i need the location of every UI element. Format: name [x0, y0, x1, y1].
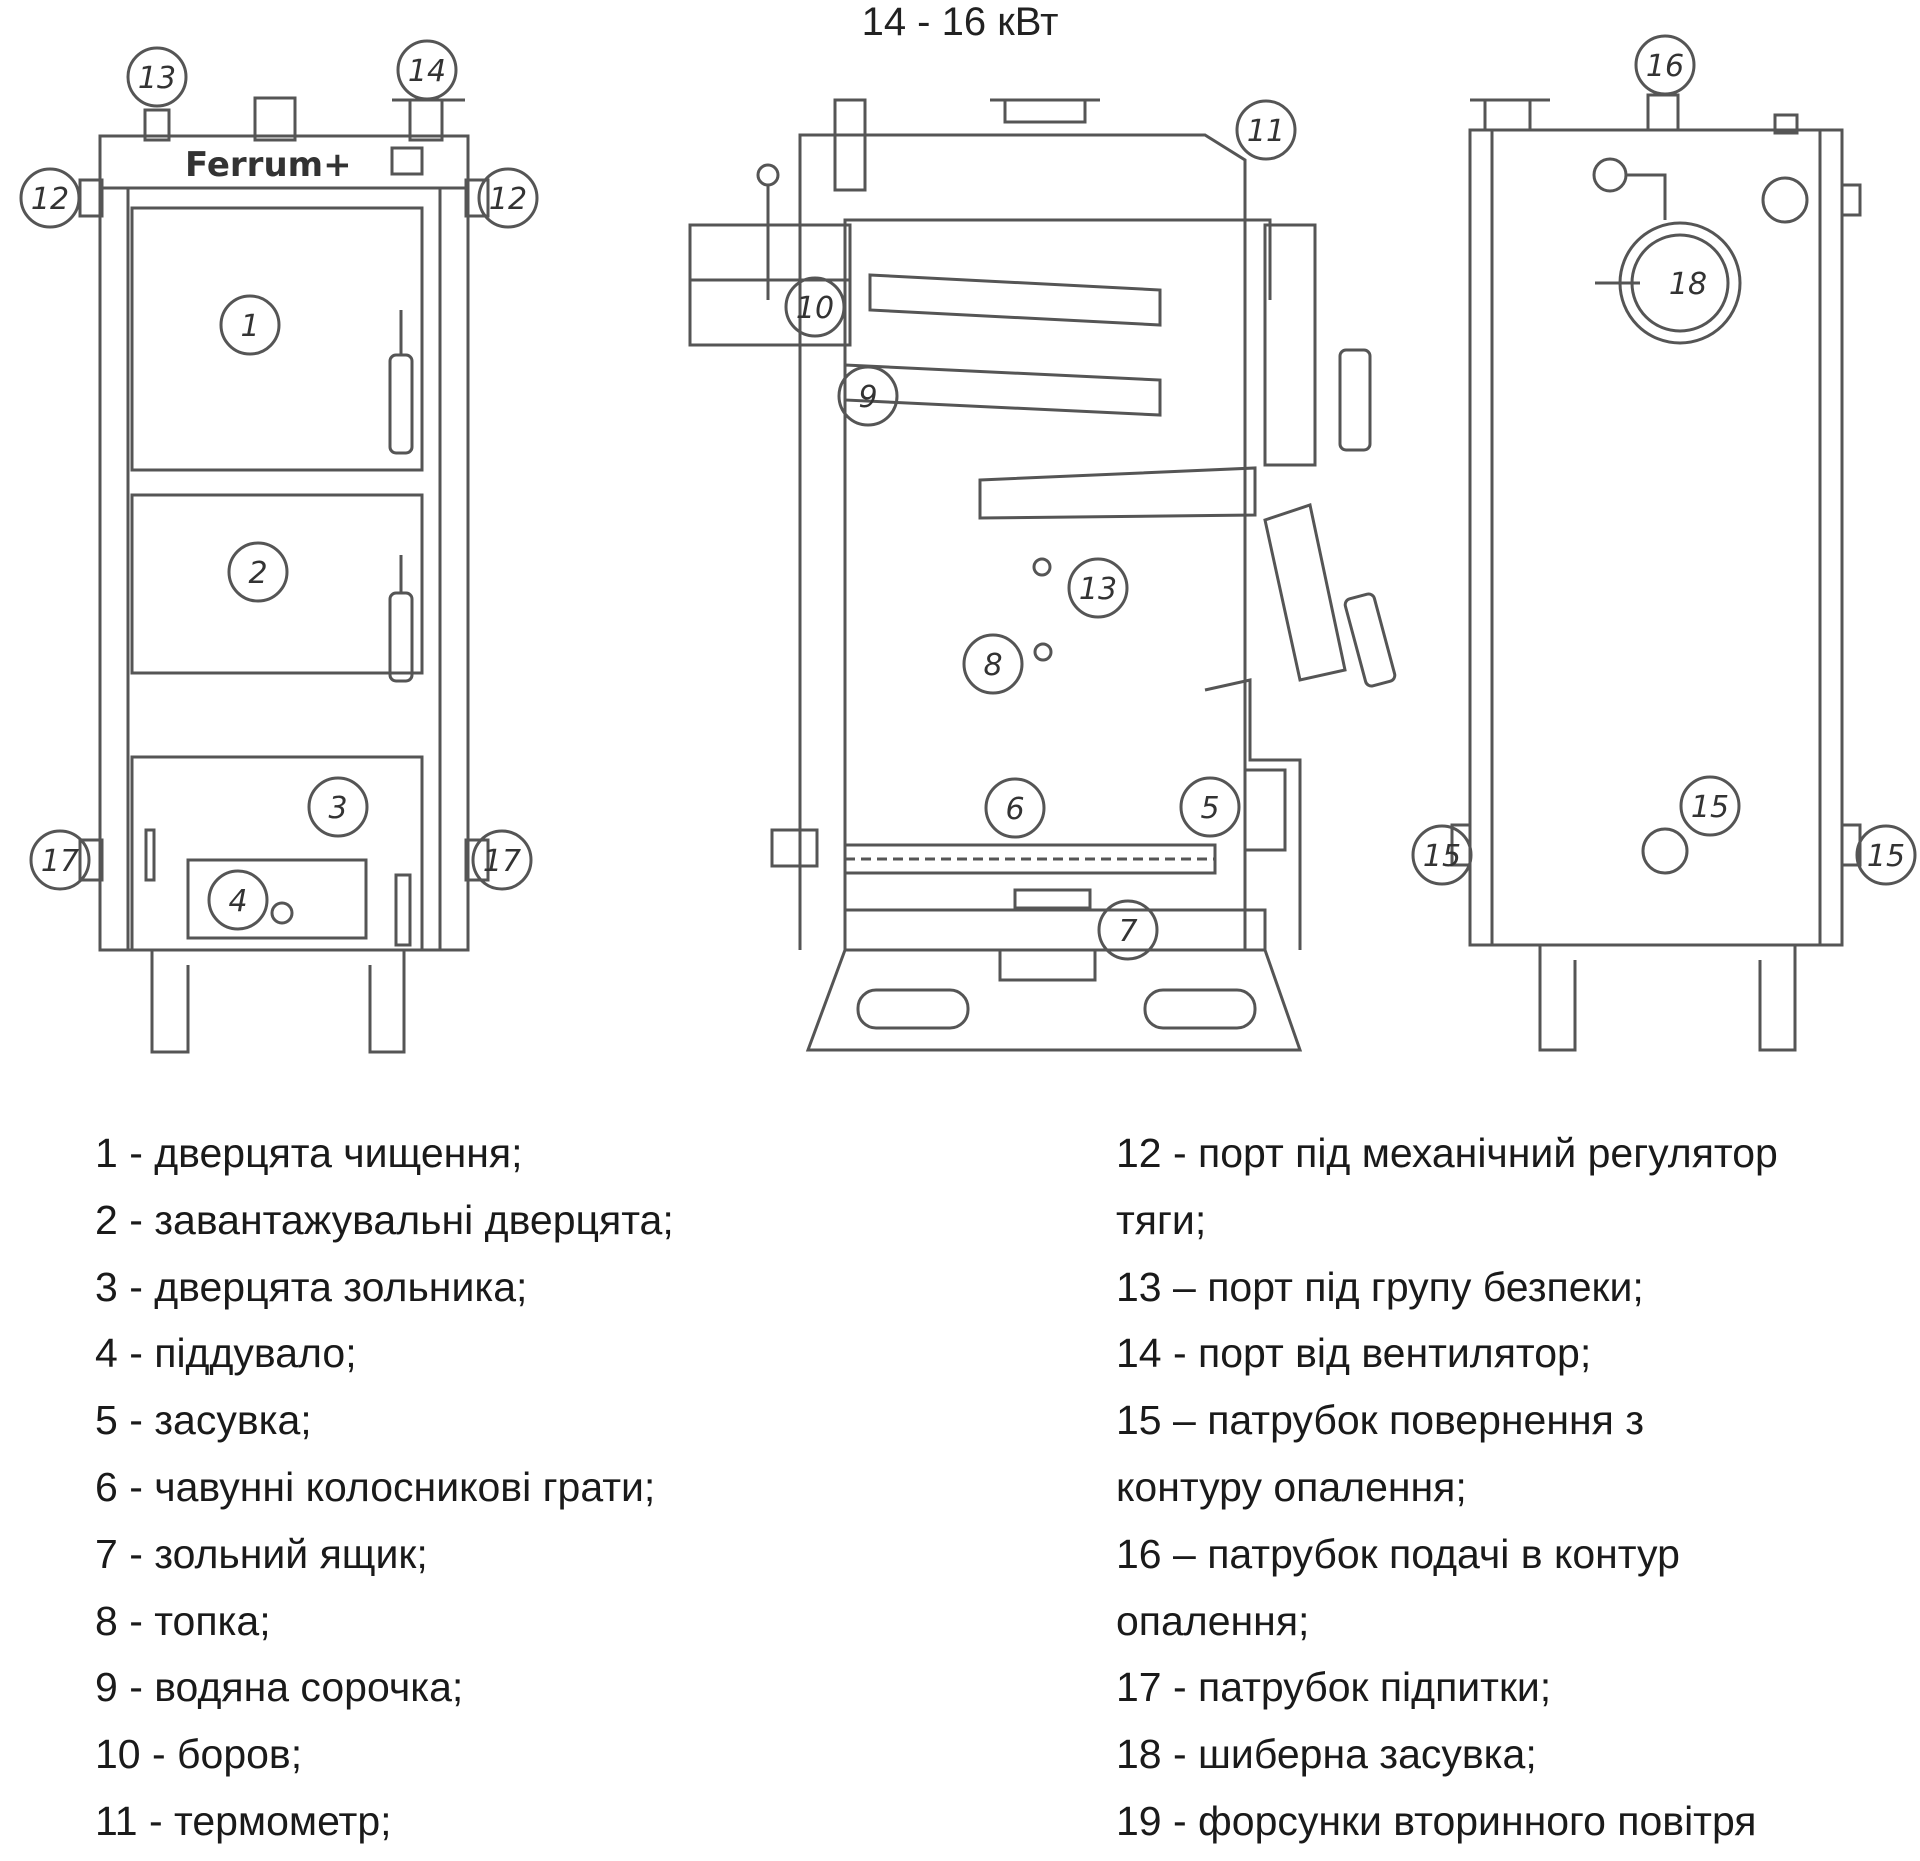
boiler-technical-drawing: Ferrum+ 13 14 12 12 1 2 3 4: [19, 34, 1917, 1054]
top-pipe-13: [143, 108, 171, 142]
svg-text:9: 9: [858, 380, 877, 415]
baffle-3: [978, 466, 1257, 520]
air-inlet-4: [186, 858, 368, 940]
front-view: Ferrum+ 13 14 12 12 1 2 3 4: [19, 39, 539, 1054]
callout-10: 10: [784, 276, 846, 338]
return-pipe-15: [1641, 827, 1689, 875]
svg-text:1: 1: [240, 309, 259, 344]
svg-text:6: 6: [1005, 792, 1024, 827]
legend-item: 7 - зольний ящик;: [95, 1530, 428, 1577]
callout-18: 18: [1669, 267, 1707, 302]
callout-13-side: 13: [1067, 557, 1129, 619]
legend-item: 2 - завантажувальні дверцята;: [95, 1196, 674, 1243]
callout-4: 4: [207, 869, 269, 931]
legend-item: контуру опалення;: [1116, 1463, 1467, 1510]
svg-text:5: 5: [1200, 791, 1219, 826]
callout-14-front: 14: [396, 39, 458, 101]
svg-text:12: 12: [489, 182, 527, 217]
callout-15-center: 15: [1679, 775, 1741, 837]
baffle-2: [843, 363, 1162, 417]
callout-15-right: 15: [1855, 824, 1917, 886]
callout-8: 8: [962, 633, 1024, 695]
svg-text:14: 14: [408, 54, 446, 89]
legend-right-column: 12 - порт під механічний регулятор тяги;…: [1116, 1120, 1778, 1855]
callout-17-left: 17: [29, 829, 91, 891]
door-2: [130, 493, 424, 675]
door-1-handle: [388, 353, 414, 455]
side-section-view: 11 10 9 13 8 6 5 7: [688, 98, 1397, 1052]
legend-left-column: 1 - дверцята чищення; 2 - завантажувальн…: [95, 1120, 674, 1855]
water-jacket-9: [843, 218, 1272, 950]
svg-text:15: 15: [1423, 839, 1461, 874]
callout-15-left: 15: [1411, 824, 1473, 886]
callout-7: 7: [1097, 899, 1159, 961]
svg-text:13: 13: [138, 61, 176, 96]
diagram-title: 14 - 16 кВт: [861, 0, 1059, 44]
legend-item: 11 - термометр;: [95, 1797, 392, 1844]
callout-6: 6: [984, 777, 1046, 839]
svg-text:12: 12: [31, 182, 69, 217]
door-1: [130, 206, 424, 472]
legend-item: 10 - боров;: [95, 1731, 303, 1778]
door-3: [130, 755, 424, 952]
svg-text:3: 3: [328, 791, 347, 826]
side-door-lower: [1263, 503, 1347, 682]
callout-12-right: 12: [477, 167, 539, 229]
svg-text:10: 10: [796, 291, 834, 326]
callout-13-front: 13: [126, 46, 188, 108]
svg-text:8: 8: [983, 648, 1002, 683]
svg-text:4: 4: [228, 884, 247, 919]
legend-item: 5 - засувка;: [95, 1397, 312, 1444]
legend-item: 4 - піддувало;: [95, 1330, 357, 1377]
side-door-upper: [1263, 223, 1317, 467]
back-body: [1468, 128, 1844, 947]
svg-text:16: 16: [1646, 49, 1684, 84]
callout-12-left: 12: [19, 167, 81, 229]
legend-item: 8 - топка;: [95, 1597, 271, 1644]
callout-11: 11: [1235, 99, 1297, 161]
callout-3: 3: [307, 776, 369, 838]
legend-item: 13 – порт під групу безпеки;: [1116, 1263, 1644, 1310]
callout-2: 2: [227, 541, 289, 603]
legend-item: 6 - чавунні колосникові грати;: [95, 1463, 656, 1510]
ash-box-7: [843, 908, 1267, 952]
callout-5: 5: [1179, 776, 1241, 838]
svg-text:15: 15: [1867, 839, 1905, 874]
legend-item: 3 - дверцята зольника;: [95, 1263, 528, 1310]
top-pipe-14: [408, 98, 444, 142]
side-stand: [805, 948, 1303, 1052]
legend-item: 17 - патрубок підпитки;: [1116, 1664, 1552, 1711]
svg-text:17: 17: [41, 844, 79, 879]
door-2-handle: [388, 591, 414, 683]
svg-text:7: 7: [1118, 914, 1137, 949]
callout-1: 1: [219, 294, 281, 356]
legend-item: 12 - порт під механічний регулятор: [1116, 1130, 1778, 1176]
legend-item: 14 - порт від вентилятор;: [1116, 1330, 1592, 1377]
top-pipe-center: [253, 96, 297, 142]
svg-text:11: 11: [1247, 114, 1285, 149]
legend-item: опалення;: [1116, 1597, 1310, 1644]
legend-item: 15 – патрубок повернення з: [1116, 1397, 1645, 1444]
legend-item: 1 - дверцята чищення;: [95, 1130, 523, 1176]
front-panel-badge: [390, 146, 424, 176]
baffle-1: [868, 273, 1162, 327]
svg-text:18: 18: [1669, 267, 1707, 302]
flue-pipe-10: [688, 223, 852, 347]
legend-item: 9 - водяна сорочка;: [95, 1664, 464, 1711]
damper-5: [1243, 768, 1287, 852]
svg-text:2: 2: [248, 556, 267, 591]
side-casing: [798, 133, 1247, 950]
legend-item: 18 - шиберна засувка;: [1116, 1731, 1537, 1778]
back-view: 16 18 15 15 15: [1411, 34, 1917, 1052]
svg-text:15: 15: [1691, 790, 1729, 825]
legend-item: тяги;: [1116, 1196, 1207, 1243]
callout-16: 16: [1634, 34, 1696, 96]
brand-label: Ferrum+: [185, 145, 352, 185]
svg-text:17: 17: [483, 844, 521, 879]
svg-text:13: 13: [1079, 572, 1117, 607]
legend-item: 19 - форсунки вторинного повітря: [1116, 1797, 1757, 1844]
legend-item: 16 – патрубок подачі в контур: [1116, 1530, 1680, 1577]
callout-17-right: 17: [471, 829, 533, 891]
callout-9: 9: [837, 365, 899, 427]
